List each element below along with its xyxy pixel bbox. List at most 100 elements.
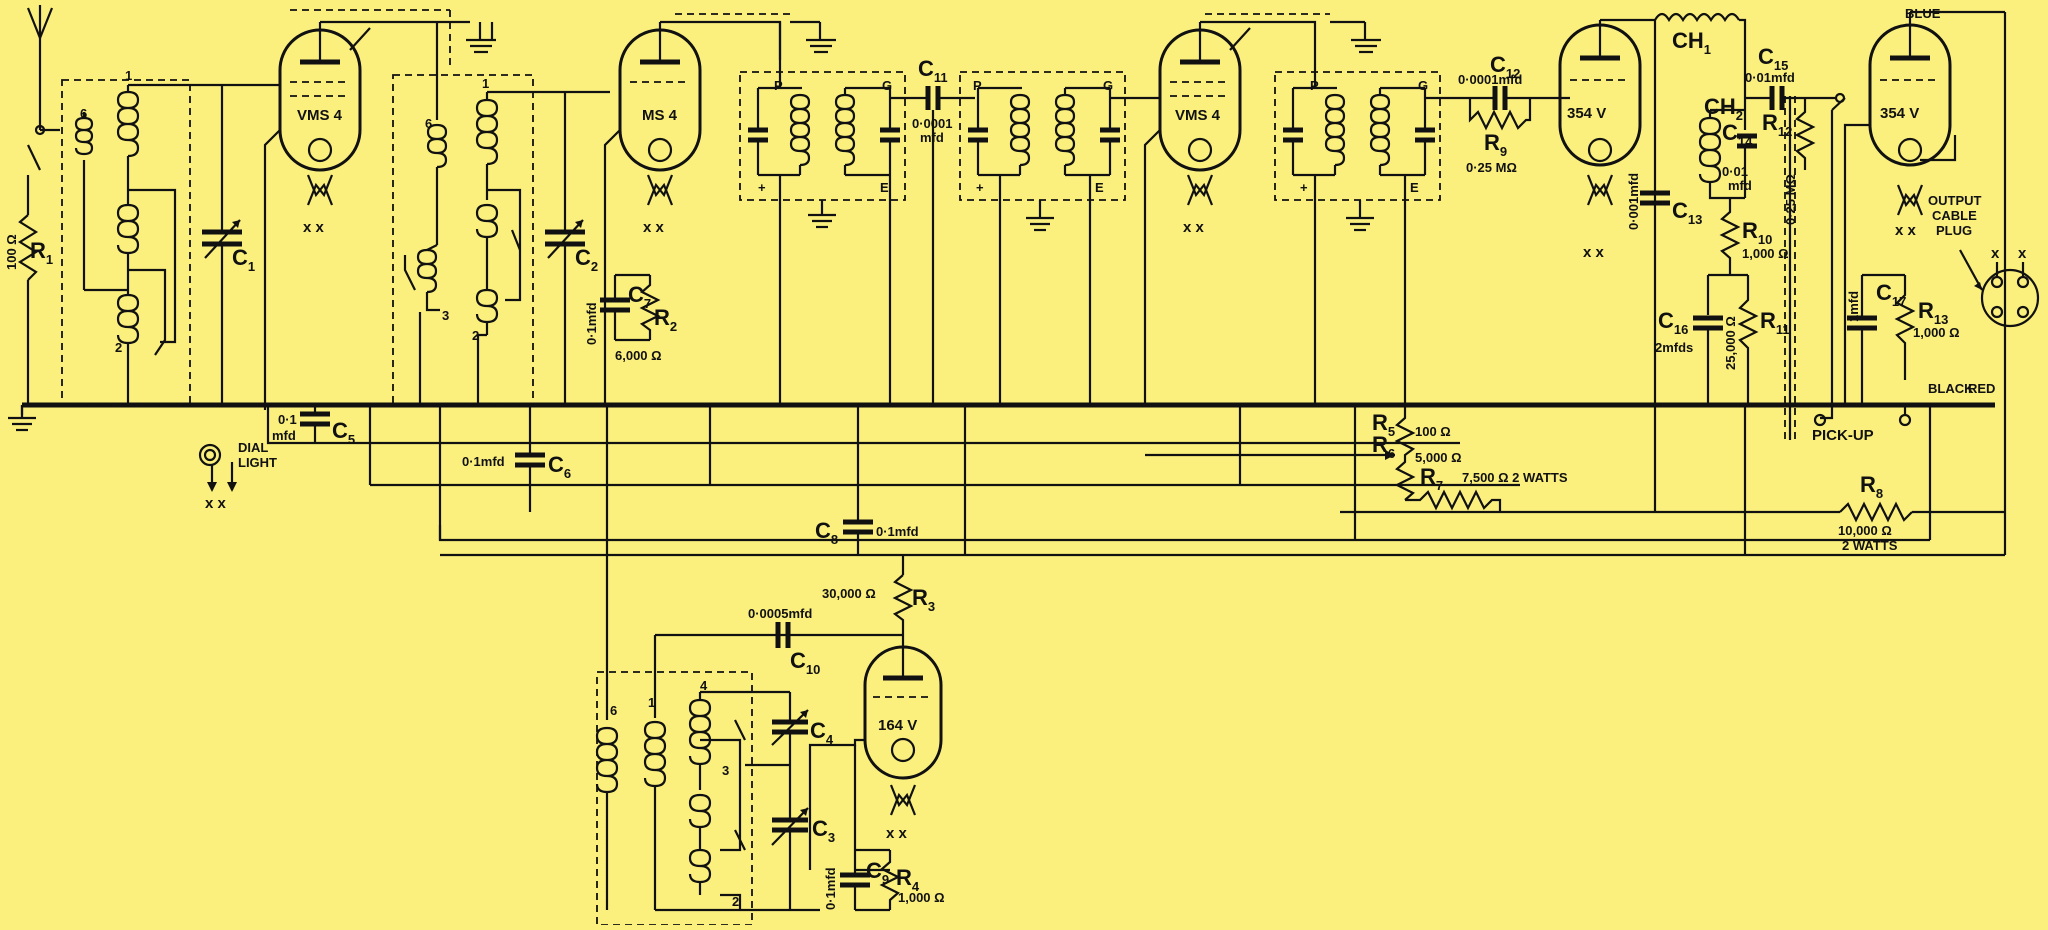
C9-label: C9 xyxy=(866,858,889,887)
R8-resistor xyxy=(1839,501,1913,523)
R8-label: R8 xyxy=(1860,472,1883,501)
osc-coil-screen xyxy=(596,671,753,926)
R13-label: R13 xyxy=(1918,298,1948,327)
R5-R6-R7-resistors xyxy=(1145,405,1502,512)
aerial-coil-screen xyxy=(61,79,191,406)
C7-capacitor xyxy=(600,275,630,340)
R9-value: 0·25 MΩ xyxy=(1466,160,1517,175)
output-pin-x2: x xyxy=(2018,245,2027,262)
ift2-plus: + xyxy=(976,180,984,195)
C8-value: 0·1mfd xyxy=(876,524,919,539)
valve-v4 xyxy=(1558,20,1642,206)
R2-value: 6,000 Ω xyxy=(615,348,662,363)
osc-coil-tap-6: 6 xyxy=(610,703,617,718)
aerial-coil-tap-1: 1 xyxy=(125,68,132,83)
ift2-E: E xyxy=(1095,180,1104,195)
valve-v5-heater: x x xyxy=(1895,222,1917,239)
osc-coil-tap-3: 3 xyxy=(722,763,729,778)
R11-resistor xyxy=(1737,275,1759,405)
R11-label: R11 xyxy=(1760,308,1790,337)
osc-coil-tap-4: 4 xyxy=(700,678,708,693)
black-lead-label: BLACK xyxy=(1928,381,1974,396)
valve-v1 xyxy=(278,22,371,206)
R7-label: R7 xyxy=(1420,464,1443,493)
C4-variable-capacitor xyxy=(771,692,809,765)
CH1-choke xyxy=(1653,12,1747,405)
C10-capacitor xyxy=(775,622,791,648)
C13-capacitor xyxy=(1640,190,1670,206)
C6-value: 0·1mfd xyxy=(462,454,505,469)
valve-v4-type: 354 V xyxy=(1567,105,1606,122)
dial-light xyxy=(198,443,237,492)
C2-label: C2 xyxy=(575,245,598,274)
valve-v6 xyxy=(863,640,943,816)
if-transformer-2 xyxy=(959,71,1126,201)
screen-earth-1 xyxy=(466,22,496,54)
rf-coil xyxy=(403,22,610,405)
earth-symbol xyxy=(8,405,36,432)
R11-value: 25,000 Ω xyxy=(1723,316,1738,370)
C15-label: C15 xyxy=(1758,44,1788,73)
ift3-P: P xyxy=(1310,78,1319,93)
R12-resistor xyxy=(1794,98,1816,170)
output-label-b: CABLE xyxy=(1932,208,1977,223)
R3-label: R3 xyxy=(912,585,935,614)
aerial xyxy=(17,5,60,415)
C6-label: C6 xyxy=(548,452,571,481)
R10-value: 1,000 Ω xyxy=(1742,246,1789,261)
C5-label: C5 xyxy=(332,418,355,447)
valve-v2-heater: x x xyxy=(643,219,665,236)
output-cable-plug xyxy=(1959,249,2040,328)
ift1-E: E xyxy=(880,180,889,195)
ift3-plus: + xyxy=(1300,180,1308,195)
rf-coil-tap-2: 2 xyxy=(472,328,479,343)
osc-coil-tap-2: 2 xyxy=(732,894,739,909)
ift3-G: G xyxy=(1418,78,1428,93)
R6-label: R6 xyxy=(1372,432,1395,461)
valve-v2-type: MS 4 xyxy=(642,107,678,124)
R4-resistor xyxy=(855,848,901,910)
C14-value-a: 0·01 xyxy=(1722,164,1748,179)
C16-capacitor xyxy=(1693,275,1723,405)
rf-coil-screen xyxy=(392,74,534,406)
valve-v2 xyxy=(618,22,702,206)
R10-resistor xyxy=(1719,198,1741,275)
valve-v6-type: 164 V xyxy=(878,717,917,734)
valve-v3-type: VMS 4 xyxy=(1175,107,1221,124)
dial-light-label-a: DIAL xyxy=(238,440,268,455)
red-lead-label: RED xyxy=(1968,381,1995,396)
C5-value-a: 0·1 xyxy=(278,412,297,427)
R1-value: 100 Ω xyxy=(4,234,19,270)
C16-value: 2mfds xyxy=(1655,340,1693,355)
output-pin-x1: x xyxy=(1991,245,2000,262)
screen-earth-3 xyxy=(1330,20,1381,54)
R9-resistor xyxy=(1468,98,1532,131)
R2-label: R2 xyxy=(654,305,677,334)
C1-label: C1 xyxy=(232,245,255,274)
dial-light-label-b: LIGHT xyxy=(238,455,277,470)
blue-lead-label: BLUE xyxy=(1905,6,1941,21)
CH2-label: CH2 xyxy=(1704,94,1743,123)
aerial-coil-tap-6: 6 xyxy=(80,106,87,121)
C17-value: 1mfd xyxy=(1846,291,1861,322)
R8-value-a: 10,000 Ω xyxy=(1838,523,1892,538)
CH2-choke xyxy=(1698,88,1747,200)
C11-label: C11 xyxy=(918,56,948,85)
ht-drop-wires xyxy=(368,405,1932,555)
osc-coil-tap-1: 1 xyxy=(648,695,655,710)
screen-earth-2 xyxy=(790,20,836,54)
R4-value: 1,000 Ω xyxy=(898,890,945,905)
R1-label: R1 xyxy=(30,238,53,267)
C11-capacitor xyxy=(890,86,975,405)
ift1-P: P xyxy=(774,78,783,93)
R3-value: 30,000 Ω xyxy=(822,586,876,601)
ift3-E: E xyxy=(1410,180,1419,195)
R5-value: 100 Ω xyxy=(1415,424,1451,439)
C16-label: C16 xyxy=(1658,308,1688,337)
R3-resistor xyxy=(892,574,914,640)
valve-v1-type: VMS 4 xyxy=(297,107,343,124)
pickup-label: PICK-UP xyxy=(1812,427,1874,444)
dial-light-heater: x x xyxy=(205,495,227,512)
C7-value: 0·1mfd xyxy=(584,302,599,345)
ift2-G: G xyxy=(1103,78,1113,93)
